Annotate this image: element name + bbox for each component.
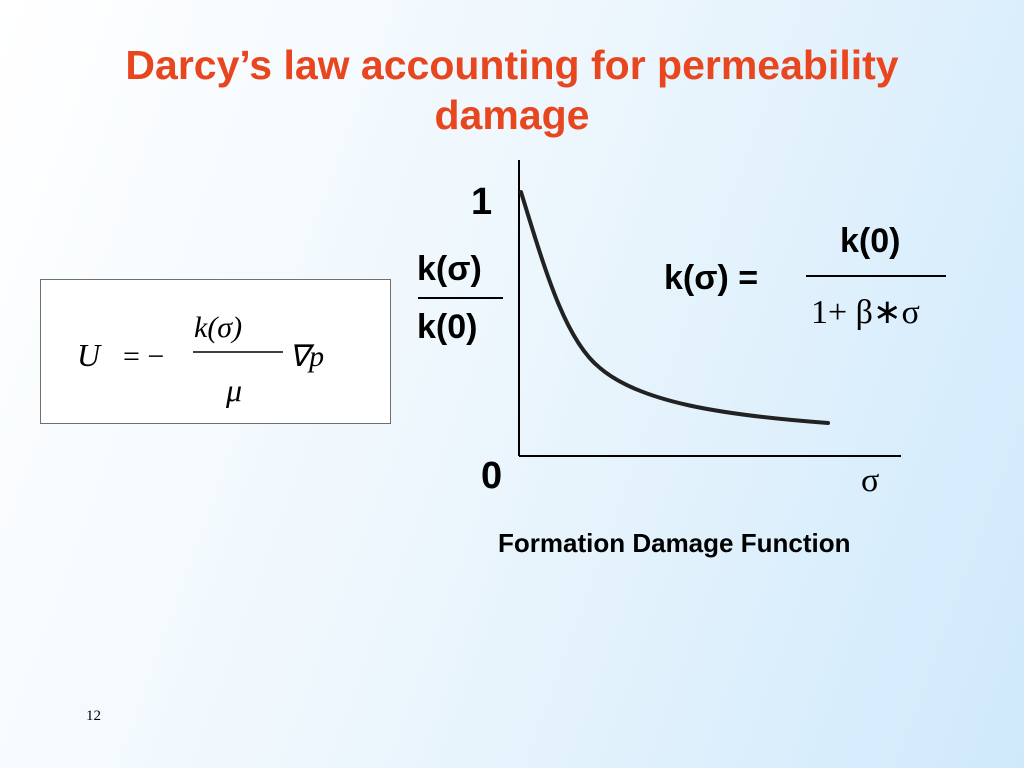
equation-numerator: k(σ): [194, 311, 242, 344]
damage-curve: [519, 190, 830, 425]
formula-denominator: 1+ β∗σ: [811, 294, 920, 331]
y-top-label: 1: [471, 181, 492, 223]
equation-lhs: U: [77, 337, 102, 373]
equation-equals-minus: = −: [123, 340, 164, 373]
title-line-1: Darcy’s law accounting for permeability: [125, 42, 899, 88]
darcy-equation: U = − k(σ) μ ∇p: [77, 311, 324, 408]
graph-caption: Formation Damage Function: [498, 528, 851, 558]
equation-denominator: μ: [225, 372, 242, 408]
y-ratio-numerator: k(σ): [417, 250, 482, 288]
darcy-equation-box: U = − k(σ) μ ∇p: [40, 279, 391, 424]
formula-lhs: k(σ) =: [664, 259, 758, 297]
y-ratio-denominator: k(0): [417, 308, 477, 346]
y-bottom-label: 0: [481, 455, 502, 497]
x-axis-label: σ: [861, 462, 879, 499]
equation-gradient: ∇p: [289, 340, 324, 373]
formula-numerator: k(0): [840, 222, 900, 260]
slide-title: Darcy’s law accounting for permeability …: [0, 40, 1024, 140]
page-number: 12: [86, 708, 101, 724]
title-line-2: damage: [434, 92, 590, 138]
